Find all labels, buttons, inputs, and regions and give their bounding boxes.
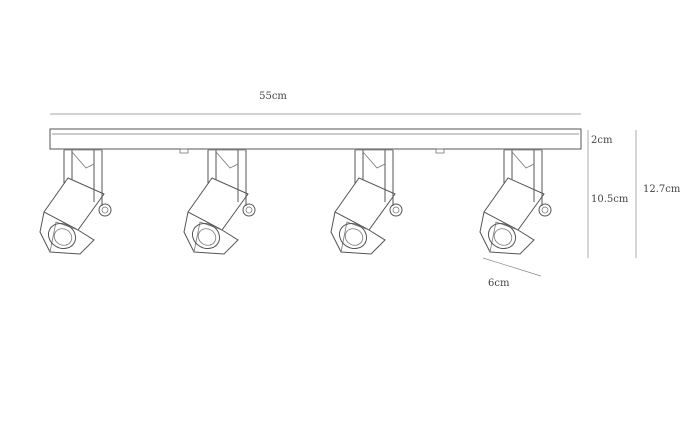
depth-dimension-line — [482, 257, 542, 277]
mounting-bar — [49, 128, 582, 154]
width-dimension: 55cm — [50, 91, 581, 115]
depth-dimension: 6cm — [482, 257, 542, 289]
spot-height-dimension: 10.5cm — [587, 150, 629, 258]
total-height-dimension: 12.7cm — [635, 130, 681, 258]
spotlight-2 — [183, 149, 256, 255]
spotlight-4 — [479, 149, 552, 255]
bar-body — [49, 128, 582, 150]
bar-height-label: 2cm — [591, 135, 613, 146]
total-height-label: 12.7cm — [643, 184, 681, 195]
depth-label: 6cm — [488, 278, 510, 289]
spotlight-3 — [330, 149, 403, 255]
width-label: 55cm — [259, 91, 287, 102]
bar-notch-left — [179, 148, 189, 154]
spot-height-label: 10.5cm — [591, 194, 629, 205]
bar-height-dimension: 2cm — [587, 130, 613, 150]
bar-notch-right — [435, 148, 445, 154]
spotlight-1 — [39, 149, 112, 255]
